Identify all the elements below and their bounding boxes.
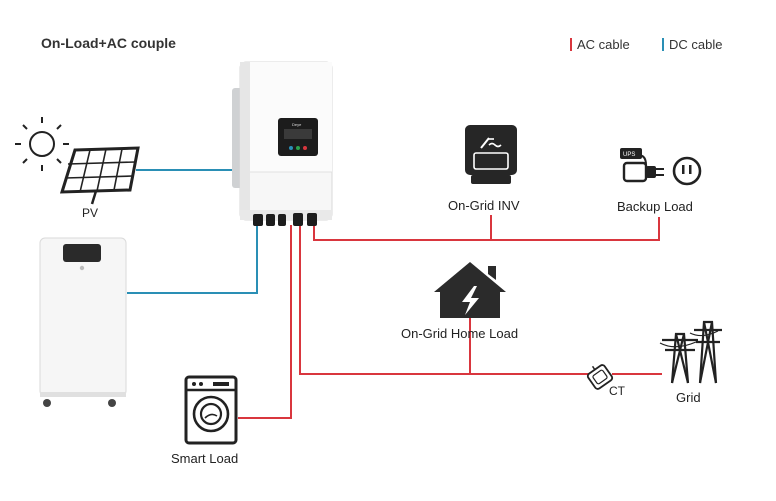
legend-ac: AC cable bbox=[570, 37, 630, 52]
backup-load-label: Backup Load bbox=[617, 199, 693, 214]
ct-clamp-icon bbox=[586, 364, 614, 390]
washing-machine-icon bbox=[184, 375, 238, 445]
sun-icon bbox=[15, 117, 69, 171]
on-grid-inverter-icon bbox=[465, 125, 517, 184]
grid-ac-cable bbox=[299, 225, 590, 375]
on-grid-home-load-label: On-Grid Home Load bbox=[401, 326, 519, 341]
legend-dc-swatch bbox=[662, 38, 664, 51]
smart-load-ac-cable bbox=[238, 225, 292, 419]
smart-load-label: Smart Load bbox=[171, 451, 239, 466]
house-lightning-icon bbox=[434, 262, 506, 318]
dc-cables bbox=[127, 169, 258, 294]
hybrid-inverter: Deye bbox=[232, 61, 333, 226]
legend-ac-swatch bbox=[570, 38, 572, 51]
on-grid-inv-label: On-Grid INV bbox=[448, 198, 520, 213]
legend-dc-label: DC cable bbox=[669, 37, 723, 52]
battery-dc-cable bbox=[127, 222, 258, 294]
legend-dc: DC cable bbox=[662, 37, 722, 52]
svg-text:Deye: Deye bbox=[292, 122, 302, 127]
ac-cables bbox=[238, 215, 662, 419]
diagram-title: On-Load+AC couple bbox=[41, 35, 176, 51]
battery-cabinet bbox=[39, 237, 127, 407]
pv-label: PV bbox=[82, 206, 99, 220]
grid-label: Grid bbox=[676, 390, 701, 405]
ct-label: CT bbox=[609, 384, 625, 398]
ups-label: UPS bbox=[623, 152, 635, 158]
ups-plug-icon: UPS bbox=[620, 148, 702, 186]
transmission-tower-icon bbox=[659, 320, 722, 384]
legend-ac-label: AC cable bbox=[577, 37, 630, 52]
solar-panel-icon bbox=[59, 146, 140, 205]
backup-load-ac-cable bbox=[313, 217, 660, 241]
